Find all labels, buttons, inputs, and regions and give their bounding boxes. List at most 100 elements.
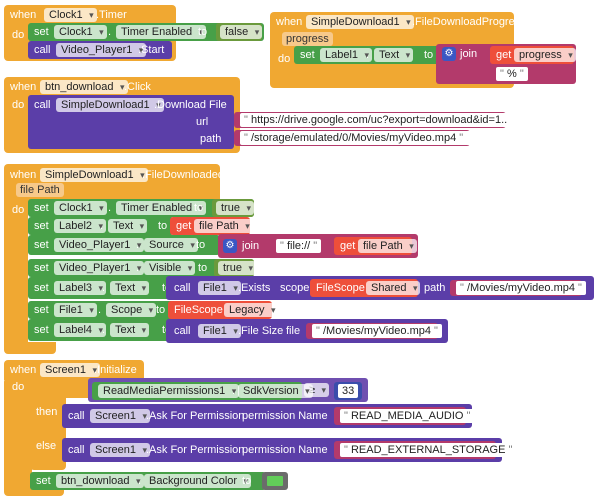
text-movies-path[interactable]: " /Movies/myVideo.mp4 " bbox=[456, 281, 586, 295]
gear-icon[interactable]: ⚙ bbox=[442, 47, 456, 61]
text-percent[interactable]: " % " bbox=[496, 67, 528, 81]
progress-component-dropdown[interactable]: SimpleDownload1 bbox=[306, 15, 414, 29]
do-label: do bbox=[12, 29, 25, 41]
set-label4-text[interactable]: set Label4 . Text to bbox=[28, 319, 178, 341]
set-component-dropdown[interactable]: Label3 bbox=[54, 281, 107, 295]
set-property-dropdown[interactable]: Scope bbox=[106, 303, 157, 317]
getter-component-dropdown[interactable]: ReadMediaPermissions1 bbox=[98, 384, 240, 398]
set-property-dropdown[interactable]: Timer Enabled bbox=[116, 201, 207, 215]
get-file-path-block-2[interactable]: get file Path bbox=[334, 237, 417, 255]
getter-property-dropdown[interactable]: SdkVersion bbox=[238, 384, 313, 398]
logic-value-dropdown[interactable]: true bbox=[218, 261, 256, 275]
helper-value-dropdown[interactable]: Shared bbox=[366, 281, 421, 295]
to-label: to bbox=[158, 220, 168, 232]
event-file-downloaded[interactable]: when SimpleDownload1 .FileDownloaded fil… bbox=[4, 164, 224, 202]
set-label2-text[interactable]: set Label2 . Text to bbox=[28, 217, 174, 235]
text-url[interactable]: " https://drive.google.com/uc?export=dow… bbox=[240, 113, 508, 127]
color-block[interactable] bbox=[262, 472, 288, 490]
color-swatch[interactable] bbox=[267, 476, 283, 486]
text-audio-perm-block[interactable]: " READ_MEDIA_AUDIO " bbox=[334, 407, 475, 425]
call-video-player-start[interactable]: call Video_Player1 .Start bbox=[28, 41, 172, 59]
logic-value-dropdown[interactable]: true bbox=[216, 201, 254, 215]
set-property-dropdown[interactable]: Background Color bbox=[144, 474, 252, 488]
call-method-name: .Exists bbox=[238, 282, 271, 294]
set-label: set bbox=[34, 202, 49, 214]
set-component-dropdown[interactable]: Label4 bbox=[54, 323, 107, 337]
text-movies-path-block[interactable]: " /Movies/myVideo.mp4 " bbox=[450, 280, 586, 296]
set-video-player-visible[interactable]: set Video_Player1 . Visible to bbox=[28, 259, 254, 277]
text-percent-block[interactable]: " % " bbox=[490, 66, 530, 82]
text-permission[interactable]: " READ_EXTERNAL_STORAGE " bbox=[340, 443, 517, 457]
set-clock1-timer-enabled[interactable]: set Clock1 . Timer Enabled to bbox=[28, 23, 264, 41]
set-btn-download-background[interactable]: set btn_download . Background Color to bbox=[30, 472, 266, 490]
set-component-dropdown[interactable]: Label1 bbox=[320, 48, 373, 62]
number-value[interactable]: 33 bbox=[338, 384, 359, 398]
call-label: call bbox=[34, 99, 51, 111]
set-property-dropdown[interactable]: Timer Enabled bbox=[116, 25, 207, 39]
set-label3-text[interactable]: set Label3 . Text to bbox=[28, 277, 178, 299]
call-component-dropdown[interactable]: File1 bbox=[198, 281, 241, 295]
timer-component-dropdown[interactable]: Clock1 bbox=[44, 8, 97, 22]
set-property-dropdown[interactable]: Text bbox=[108, 219, 148, 233]
set-property-dropdown[interactable]: Text bbox=[374, 48, 414, 62]
number-block[interactable]: 33 bbox=[334, 382, 362, 400]
when-label: when bbox=[276, 16, 303, 28]
logic-value-dropdown[interactable]: false bbox=[220, 25, 263, 39]
set-property-dropdown[interactable]: Text bbox=[110, 281, 150, 295]
param-progress[interactable]: progress bbox=[282, 32, 333, 46]
quote: " bbox=[500, 68, 504, 80]
call-component-dropdown[interactable]: Video_Player1 bbox=[56, 43, 147, 57]
downloaded-component-dropdown[interactable]: SimpleDownload1 bbox=[40, 168, 148, 182]
set-component-dropdown[interactable]: Video_Player1 bbox=[54, 238, 145, 252]
text-path-block[interactable]: " /storage/emulated/0/Movies/myVideo.mp4… bbox=[234, 130, 472, 146]
set-property-dropdown[interactable]: Source bbox=[144, 238, 198, 252]
call-component-dropdown[interactable]: Screen1 bbox=[90, 409, 150, 423]
get-var-dropdown[interactable]: file Path bbox=[358, 239, 417, 253]
set-video-player-source[interactable]: set Video_Player1 . Source to bbox=[28, 235, 220, 255]
text-storage-perm-block[interactable]: " READ_EXTERNAL_STORAGE " bbox=[334, 441, 517, 459]
set-component-dropdown[interactable]: Clock1 bbox=[54, 25, 107, 39]
quote: " bbox=[434, 325, 438, 337]
text-movies-path-block-2[interactable]: " /Movies/myVideo.mp4 " bbox=[306, 323, 442, 339]
text-permission[interactable]: " READ_MEDIA_AUDIO " bbox=[340, 409, 475, 423]
set-label1-text[interactable]: set Label1 . Text to bbox=[294, 46, 444, 64]
init-component-dropdown[interactable]: Screen1 bbox=[40, 363, 100, 377]
call-component-dropdown[interactable]: SimpleDownload1 bbox=[56, 98, 164, 112]
logic-true-block-2[interactable]: true bbox=[214, 259, 256, 277]
filescope-shared-block[interactable]: FileScope Shared bbox=[310, 279, 421, 297]
set-component-dropdown[interactable]: Clock1 bbox=[54, 201, 107, 215]
set-file1-scope[interactable]: set File1 . Scope to bbox=[28, 301, 174, 319]
to-label: to bbox=[198, 262, 208, 274]
set-component-dropdown[interactable]: btn_download bbox=[56, 474, 144, 488]
set-component-dropdown[interactable]: File1 bbox=[54, 303, 97, 317]
set-clock1-timer-enabled-true[interactable]: set Clock1 . Timer Enabled to bbox=[28, 199, 254, 217]
get-progress-block[interactable]: get progress bbox=[490, 46, 576, 64]
call-label: call bbox=[174, 282, 191, 294]
text-file-scheme[interactable]: " file:// " bbox=[276, 239, 322, 253]
param-file-path[interactable]: file Path bbox=[16, 183, 64, 197]
set-property-dropdown[interactable]: Text bbox=[110, 323, 150, 337]
dot: . bbox=[108, 202, 112, 214]
text-url-block[interactable]: " https://drive.google.com/uc?export=dow… bbox=[234, 112, 508, 128]
get-var-dropdown[interactable]: file Path bbox=[194, 219, 253, 233]
quote: " bbox=[466, 410, 471, 422]
call-component-dropdown[interactable]: File1 bbox=[198, 324, 241, 338]
set-property-dropdown[interactable]: Visible bbox=[144, 261, 196, 275]
filescope-legacy-block[interactable]: FileScope Legacy bbox=[168, 301, 279, 319]
get-var-dropdown[interactable]: progress bbox=[514, 48, 576, 62]
set-component-dropdown[interactable]: Label2 bbox=[54, 219, 107, 233]
text-value: /Movies/myVideo.mp4 bbox=[322, 325, 431, 337]
gear-icon[interactable]: ⚙ bbox=[223, 239, 237, 253]
get-sdk-version-block[interactable]: ReadMediaPermissions1 . SdkVersion bbox=[92, 382, 313, 400]
text-path[interactable]: " /storage/emulated/0/Movies/myVideo.mp4… bbox=[240, 131, 472, 145]
call-component-dropdown[interactable]: Screen1 bbox=[90, 443, 150, 457]
click-component-dropdown[interactable]: btn_download bbox=[40, 80, 128, 94]
event-screen1-initialize[interactable]: when Screen1 .Initialize bbox=[4, 360, 144, 380]
logic-true-block[interactable]: true bbox=[212, 199, 254, 217]
logic-false-block[interactable]: false bbox=[216, 23, 263, 41]
set-component-dropdown[interactable]: Video_Player1 bbox=[54, 261, 145, 275]
helper-value-dropdown[interactable]: Legacy bbox=[224, 303, 279, 317]
get-file-path-block[interactable]: get file Path bbox=[170, 217, 253, 235]
call-download-file[interactable]: call SimpleDownload1 .Download File url … bbox=[28, 95, 234, 149]
text-movies-path[interactable]: " /Movies/myVideo.mp4 " bbox=[312, 324, 442, 338]
